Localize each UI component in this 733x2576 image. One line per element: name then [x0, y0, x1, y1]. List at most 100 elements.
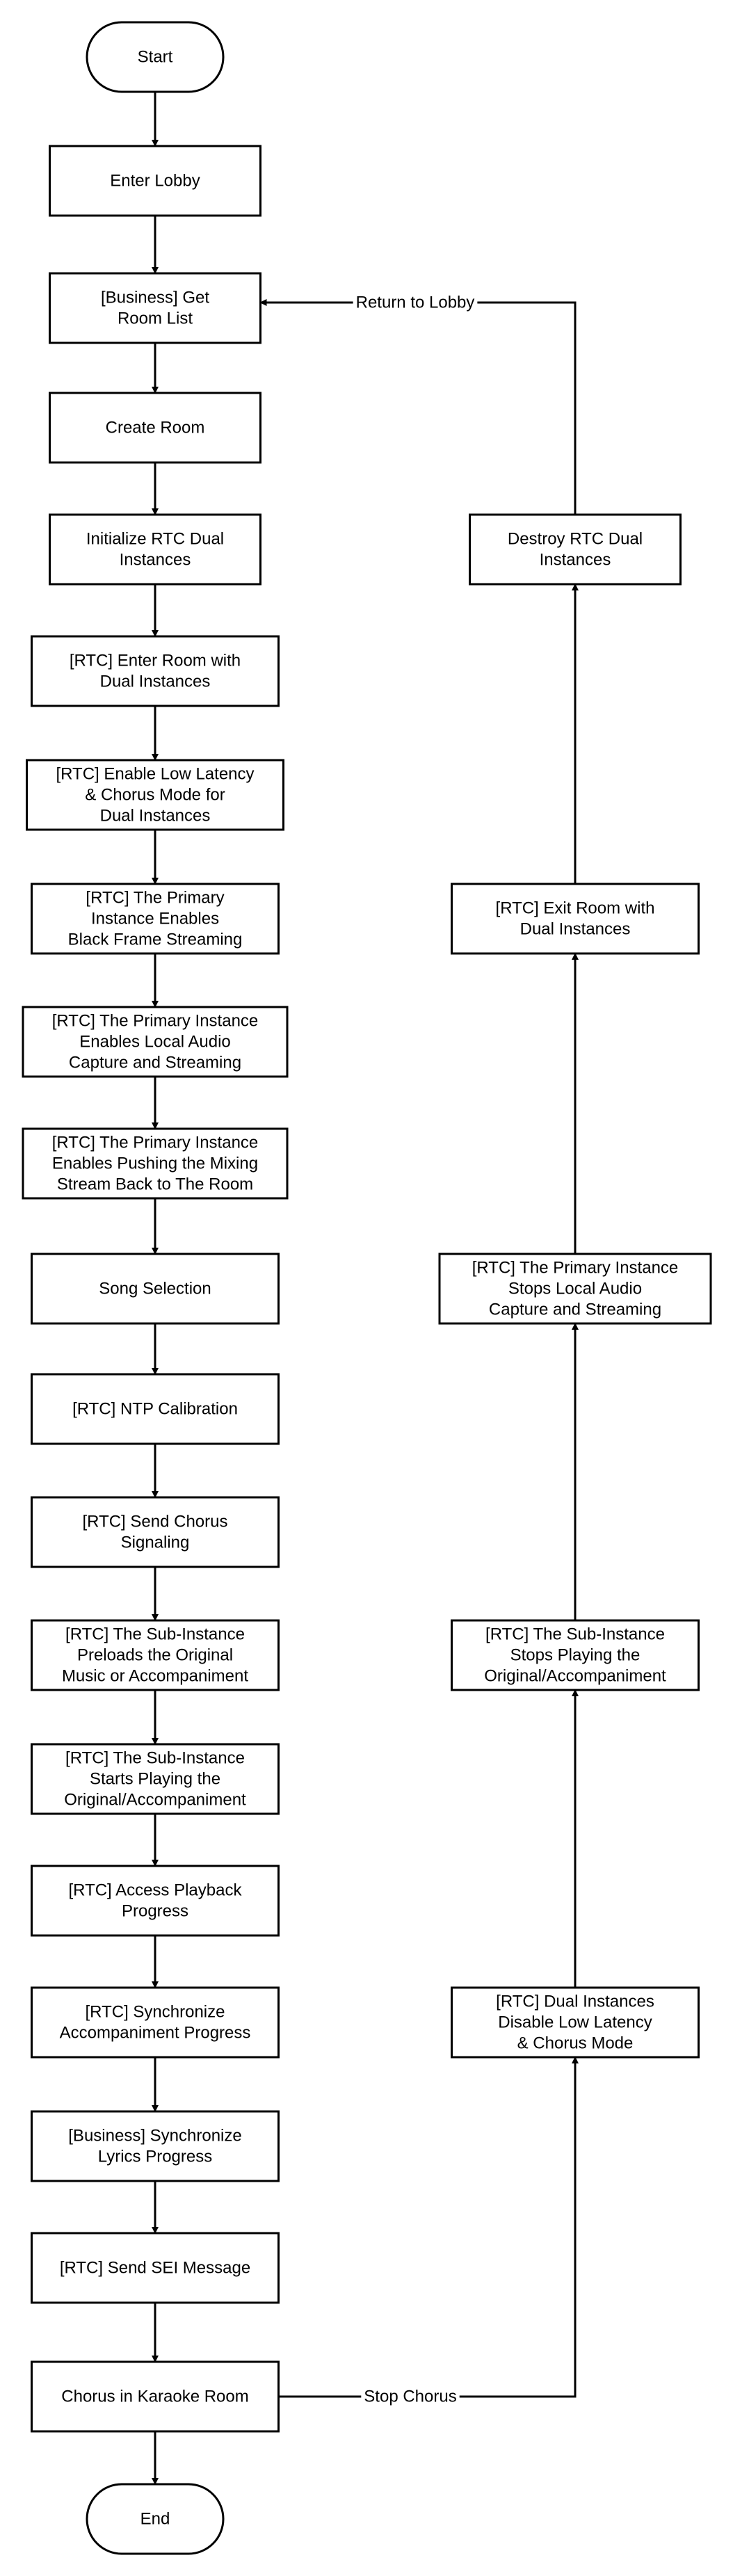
node-label-line: Capture and Streaming [69, 1054, 241, 1072]
node-label-line: Disable Low Latency [498, 2013, 652, 2032]
node-label-line: Original/Accompaniment [64, 1791, 246, 1810]
process-box [438, 1253, 712, 1325]
node-end: End [86, 2483, 225, 2555]
node-label-line: Dual Instances [520, 920, 631, 939]
node-enter-lobby: Enter Lobby [49, 145, 261, 217]
node-label-line: Capture and Streaming [489, 1301, 661, 1319]
node-start: Start [86, 21, 225, 93]
process-box [31, 2232, 280, 2304]
node-label-line: & Chorus Mode [517, 2034, 634, 2053]
process-box [31, 1496, 280, 1568]
node-label-line: [RTC] Send Chorus [83, 1513, 228, 1531]
process-box [31, 1253, 280, 1325]
node-label-line: End [140, 2510, 170, 2529]
process-box [31, 2110, 280, 2182]
node-label-line: [Business] Get [101, 289, 209, 307]
node-label-line: Instance Enables [91, 910, 219, 928]
process-box [49, 513, 261, 586]
node-label-line: Enter Lobby [110, 172, 200, 191]
node-label-line: [RTC] The Primary Instance [52, 1134, 259, 1152]
edge-label-background [361, 2385, 460, 2408]
process-box [22, 1006, 289, 1078]
node-label-line: Instances [540, 551, 611, 570]
edge-label-return-to-lobby: Return to Lobby [356, 293, 475, 312]
flowchart-edge-labels: Return to Lobby Stop Chorus [353, 291, 478, 2408]
node-label-line: Dual Instances [100, 673, 211, 691]
node-label-line: Enables Local Audio [79, 1033, 231, 1052]
node-label-line: Stops Playing the [510, 1646, 641, 1665]
process-box [31, 1373, 280, 1445]
process-box [31, 1743, 280, 1815]
process-box [49, 272, 261, 344]
node-enable-low-latency: [RTC] Enable Low Latency& Chorus Mode fo… [26, 759, 284, 831]
node-label-line: Destroy RTC Dual [508, 530, 643, 549]
node-label-line: [RTC] NTP Calibration [72, 1400, 238, 1419]
node-label-line: [RTC] Exit Room with [496, 899, 655, 918]
node-label-line: [RTC] Dual Instances [496, 1993, 654, 2011]
node-label-line: Stream Back to The Room [57, 1175, 253, 1194]
node-label-line: Room List [118, 309, 193, 328]
edge-label-stop-chorus: Stop Chorus [364, 2388, 456, 2406]
node-label-line: Instances [120, 551, 191, 570]
node-label-line: [Business] Synchronize [68, 2127, 241, 2146]
node-label-line: Signaling [121, 1533, 190, 1552]
node-label-line: Stops Local Audio [508, 1280, 642, 1298]
node-label-line: [RTC] The Primary Instance [472, 1259, 679, 1278]
node-label-line: Preloads the Original [77, 1646, 233, 1665]
node-label-line: [RTC] The Sub-Instance [65, 1749, 245, 1768]
terminal-shape [86, 21, 225, 93]
node-label-line: Song Selection [99, 1280, 211, 1298]
process-box [49, 392, 261, 464]
node-label-line: Start [138, 48, 173, 67]
node-label-line: Dual Instances [100, 807, 211, 826]
process-box [451, 883, 700, 955]
process-box [31, 1865, 280, 1937]
node-create-room: Create Room [49, 392, 261, 464]
node-label-line: Original/Accompaniment [484, 1667, 666, 1686]
process-box [469, 513, 682, 586]
node-chorus-karaoke: Chorus in Karaoke Room [31, 2360, 280, 2433]
node-label-line: [RTC] Enter Room with [70, 652, 241, 670]
node-label-line: Enables Pushing the Mixing [52, 1154, 258, 1173]
arrow-destroy-to-get-room-list [259, 299, 577, 515]
node-label-line: [RTC] Synchronize [86, 2003, 225, 2022]
node-label-line: Create Room [106, 419, 205, 437]
arrow-chorus-to-disable-low-latency [278, 2056, 579, 2398]
node-label-line: Lyrics Progress [98, 2148, 212, 2166]
process-box [31, 883, 280, 955]
node-ntp-calibration: [RTC] NTP Calibration [31, 1373, 280, 1445]
process-box [22, 1127, 289, 1200]
node-label-line: [RTC] Enable Low Latency [56, 765, 254, 784]
process-box [31, 1619, 280, 1691]
terminal-shape [86, 2483, 225, 2555]
process-box [31, 1986, 280, 2059]
process-box [451, 1986, 700, 2059]
node-label-line: [RTC] The Primary Instance [52, 1012, 259, 1031]
node-label-line: Chorus in Karaoke Room [61, 2388, 248, 2406]
node-label-line: Accompaniment Progress [60, 2024, 251, 2043]
process-box [26, 759, 284, 831]
node-label-line: [RTC] The Primary [86, 889, 224, 908]
node-label-line: Music or Accompaniment [62, 1667, 248, 1686]
process-box [31, 635, 280, 707]
node-label-line: Progress [122, 1902, 188, 1921]
node-song-selection: Song Selection [31, 1253, 280, 1325]
